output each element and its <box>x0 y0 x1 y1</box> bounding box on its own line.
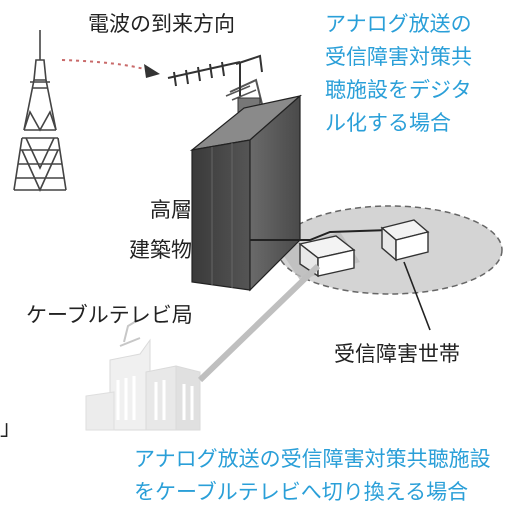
case-cable-line-2: をケーブルテレビへ切り換える場合 <box>134 480 469 504</box>
affected-households-label: 受信障害世帯 <box>334 342 460 366</box>
radio-direction-label: 電波の到来方向 <box>88 12 235 36</box>
building-label-line-1: 高層 <box>150 198 192 222</box>
affected-house <box>298 235 356 278</box>
case-digital-line-1: アナログ放送の <box>325 12 472 36</box>
household-leader-line <box>403 261 431 331</box>
radio-wave-arrow <box>61 59 160 78</box>
building-label-line-2: 建築物 <box>129 238 192 262</box>
cable-tv-station-icon <box>85 319 201 431</box>
cable-tv-line <box>197 263 321 383</box>
case-digital-line-3: 聴施設をデジタ <box>325 78 472 102</box>
broadcast-tower-icon <box>13 30 67 192</box>
feeder-cable <box>250 229 391 241</box>
affected-house <box>380 219 430 262</box>
case-cable-line-1: アナログ放送の受信障害対策共聴施設 <box>134 447 491 471</box>
edge-bracket-mark: 」 <box>0 416 21 440</box>
yagi-antenna-icon <box>167 54 263 96</box>
case-digital-line-2: 受信障害対策共 <box>325 45 472 69</box>
case-digital-line-4: ル化する場合 <box>325 111 451 135</box>
cable-station-label: ケーブルテレビ局 <box>26 303 193 327</box>
high-rise-building <box>189 78 303 292</box>
